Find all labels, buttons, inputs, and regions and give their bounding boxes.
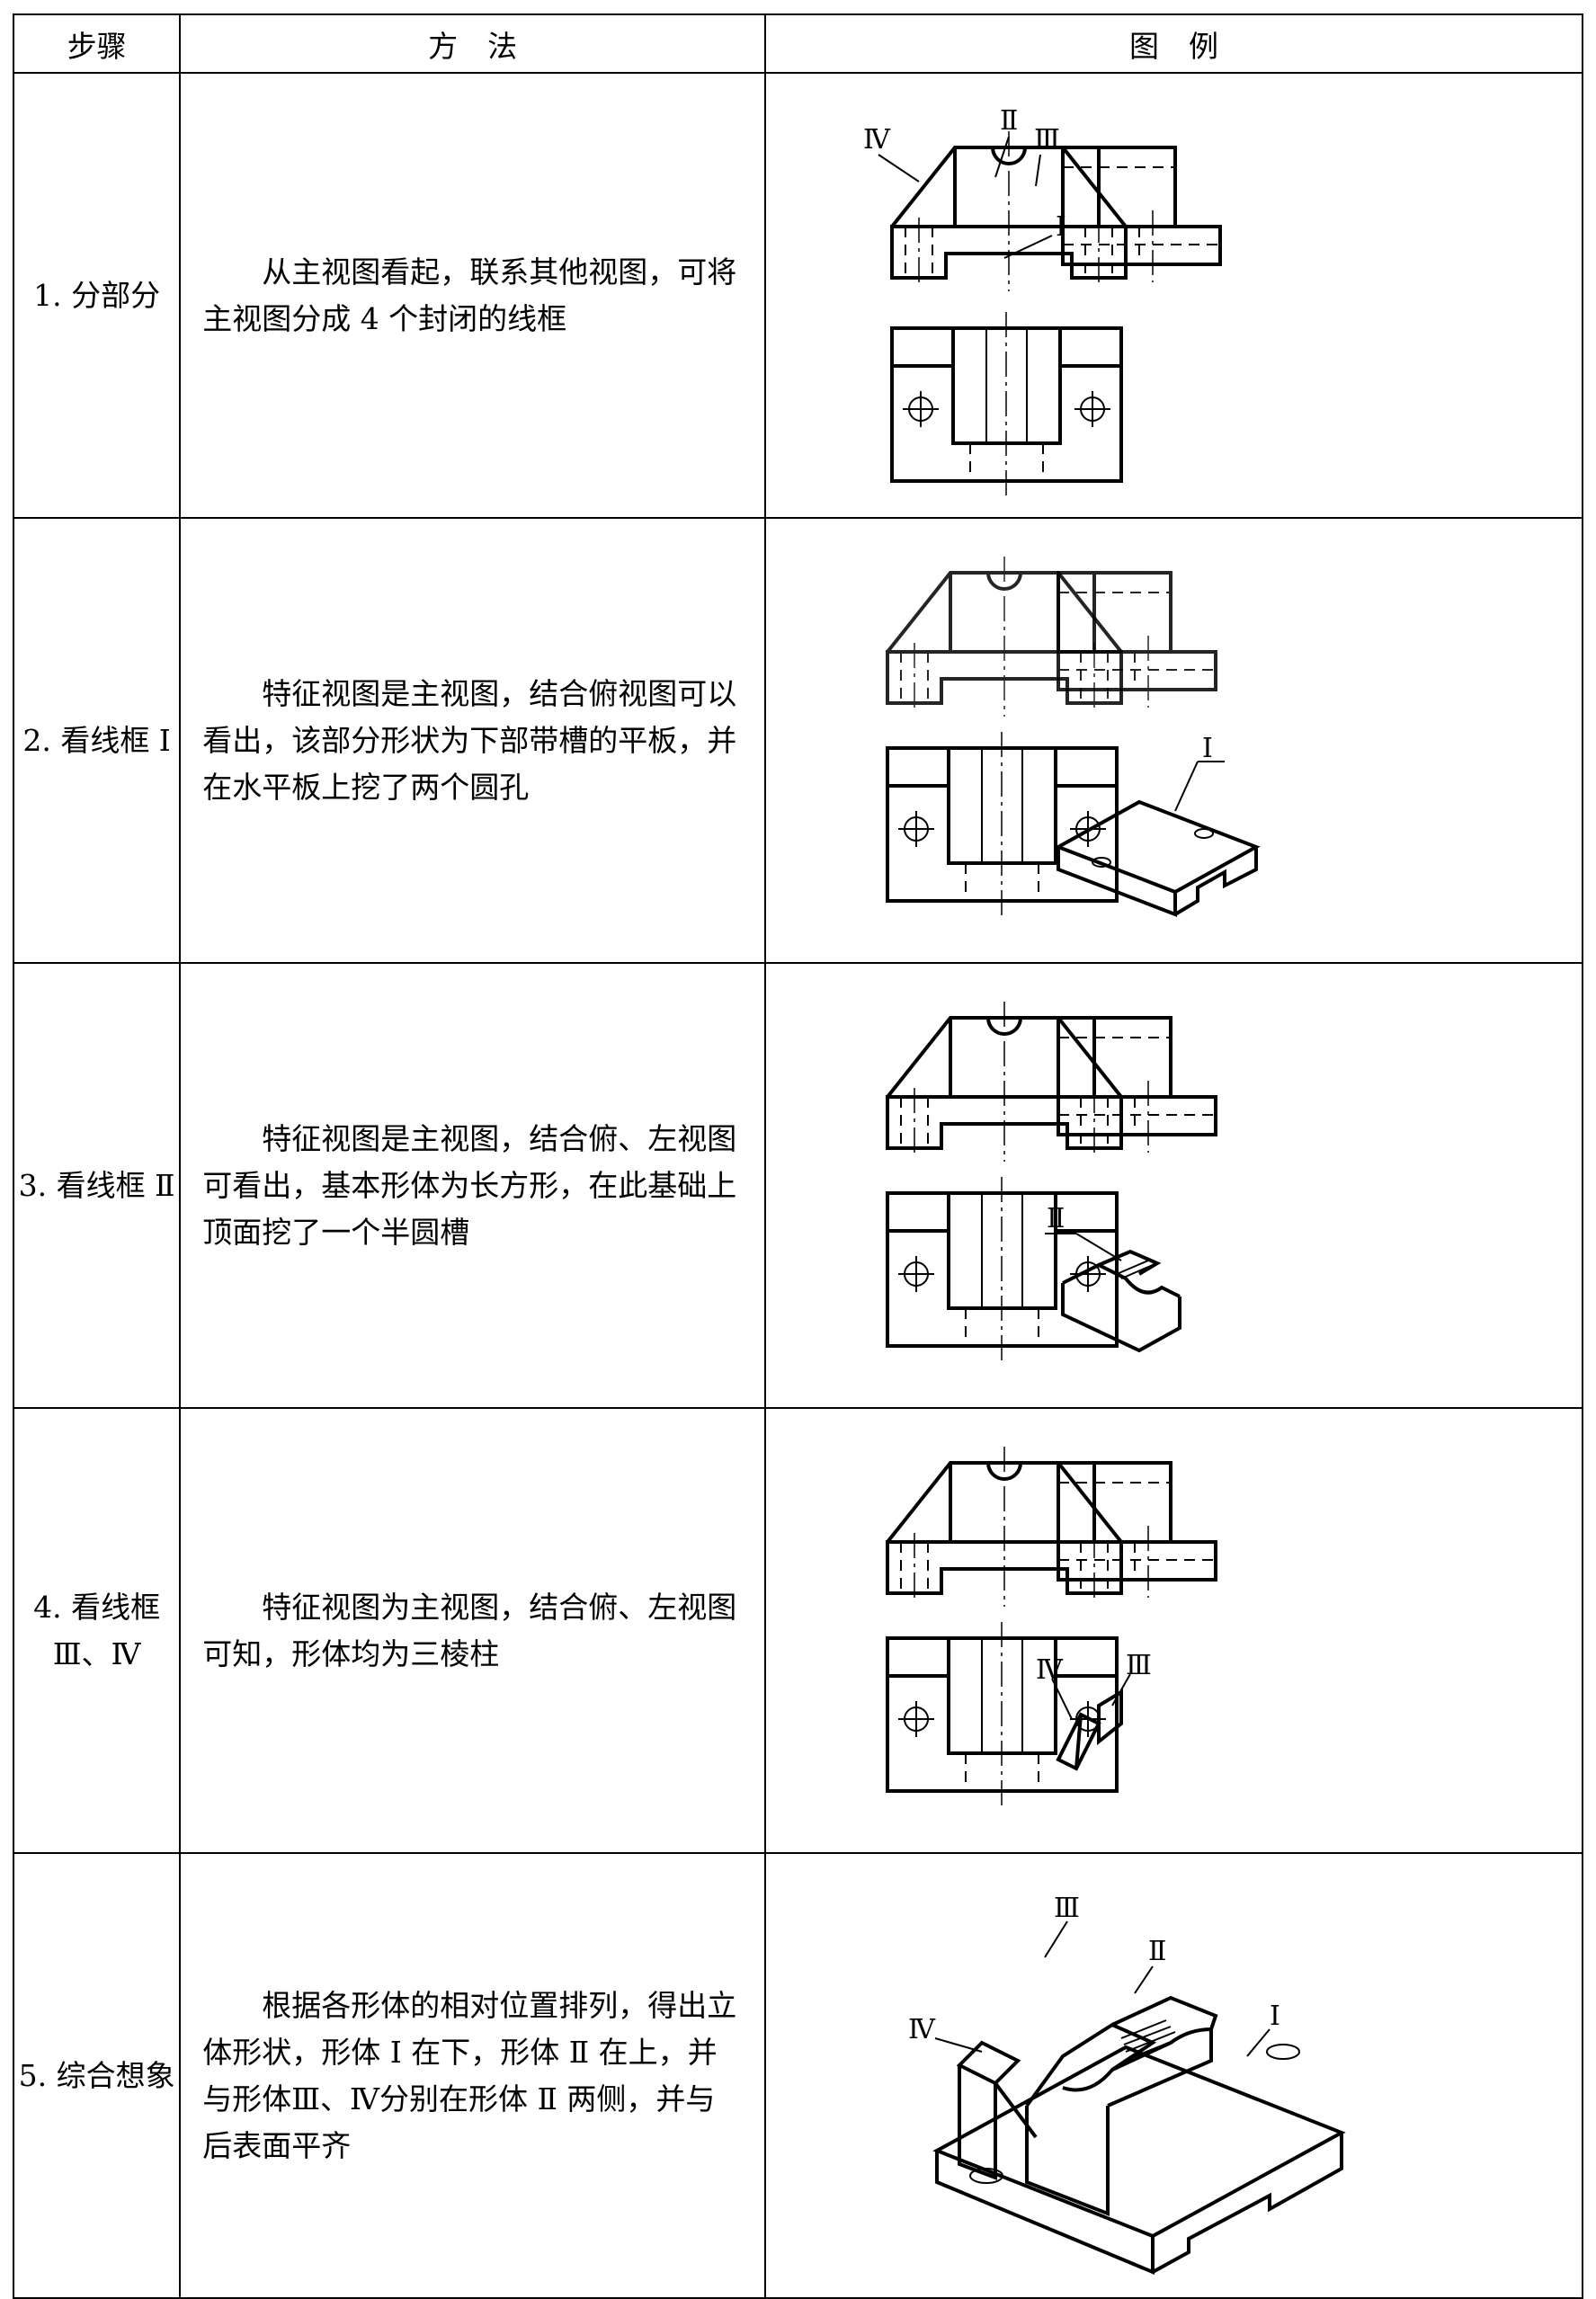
header-method: 方 法 [179,13,766,74]
step-cell: 3. 看线框 Ⅱ [12,962,182,1409]
figure-cell: Ⅰ [763,517,1584,964]
label-iv: Ⅳ [908,2014,936,2045]
iso-block: Ⅱ [1044,1203,1181,1353]
figure-cell: Ⅳ Ⅱ Ⅲ Ⅰ [763,72,1584,519]
figure-cell: Ⅳ Ⅲ [763,1407,1584,1854]
header-row: 步骤 方 法 图 例 [12,13,1584,74]
label-ii: Ⅱ [1148,1936,1166,1967]
method-cell: 特征视图是主视图，结合俯视图可以看出，该部分形状为下部带槽的平板，并在水平板上挖… [179,517,766,964]
step-cell: 5. 综合想象 [12,1852,182,2299]
table-row: 4. 看线框 Ⅲ、Ⅳ 特征视图为主视图，结合俯、左视图可知，形体均为三棱柱 Ⅳ … [12,1407,1584,1854]
label-iii: Ⅲ [1034,124,1060,156]
figure-frame-iii-iv: Ⅳ Ⅲ [885,1445,1217,1811]
table-row: 5. 综合想象 根据各形体的相对位置排列，得出立体形状，形体 Ⅰ 在下，形体 Ⅱ… [12,1852,1584,2299]
steps-table: 步骤 方 法 图 例 1. 分部分 从主视图看起，联系其他视图，可将主视图分成 … [12,13,1584,2299]
method-cell: 从主视图看起，联系其他视图，可将主视图分成 4 个封闭的线框 [179,72,766,519]
figure-cell: Ⅲ Ⅱ Ⅳ Ⅰ [763,1852,1584,2299]
header-step: 步骤 [12,13,182,74]
table-row: 1. 分部分 从主视图看起，联系其他视图，可将主视图分成 4 个封闭的线框 Ⅳ … [12,72,1584,519]
step-cell: 1. 分部分 [12,72,182,519]
figure-assembled-iso: Ⅲ Ⅱ Ⅳ Ⅰ [908,1893,1346,2275]
label-iii: Ⅲ [1054,1893,1080,1924]
table-row: 2. 看线框 Ⅰ 特征视图是主视图，结合俯视图可以看出，该部分形状为下部带槽的平… [12,517,1584,964]
figure-split-parts: Ⅳ Ⅱ Ⅲ Ⅰ [863,105,1222,501]
iso-prisms: Ⅳ Ⅲ [1036,1650,1152,1771]
step-cell: 4. 看线框 Ⅲ、Ⅳ [12,1407,182,1854]
method-cell: 特征视图是主视图，结合俯、左视图可看出，基本形体为长方形，在此基础上顶面挖了一个… [179,962,766,1409]
iso-plate: Ⅰ [1054,733,1261,917]
method-cell: 根据各形体的相对位置排列，得出立体形状，形体 Ⅰ 在下，形体 Ⅱ 在上，并与形体… [179,1852,766,2299]
method-cell: 特征视图为主视图，结合俯、左视图可知，形体均为三棱柱 [179,1407,766,1854]
label-iv: Ⅳ [863,124,891,156]
label-ii: Ⅱ [1047,1203,1065,1234]
step-cell: 2. 看线框 Ⅰ [12,517,182,964]
figure-frame-ii: Ⅱ [885,1000,1217,1366]
label-iii: Ⅲ [1126,1650,1152,1681]
label-i: Ⅰ [1202,733,1213,764]
iso-assembly: Ⅲ Ⅱ Ⅳ Ⅰ [908,1893,1346,2275]
header-figure: 图 例 [763,13,1584,74]
label-i: Ⅰ [1270,2000,1280,2032]
figure-frame-i: Ⅰ [885,555,1261,921]
label-iv: Ⅳ [1036,1654,1064,1686]
table-row: 3. 看线框 Ⅱ 特征视图是主视图，结合俯、左视图可看出，基本形体为长方形，在此… [12,962,1584,1409]
figure-cell: Ⅱ [763,962,1584,1409]
label-i: Ⅰ [1056,211,1066,243]
label-ii: Ⅱ [1000,105,1018,137]
